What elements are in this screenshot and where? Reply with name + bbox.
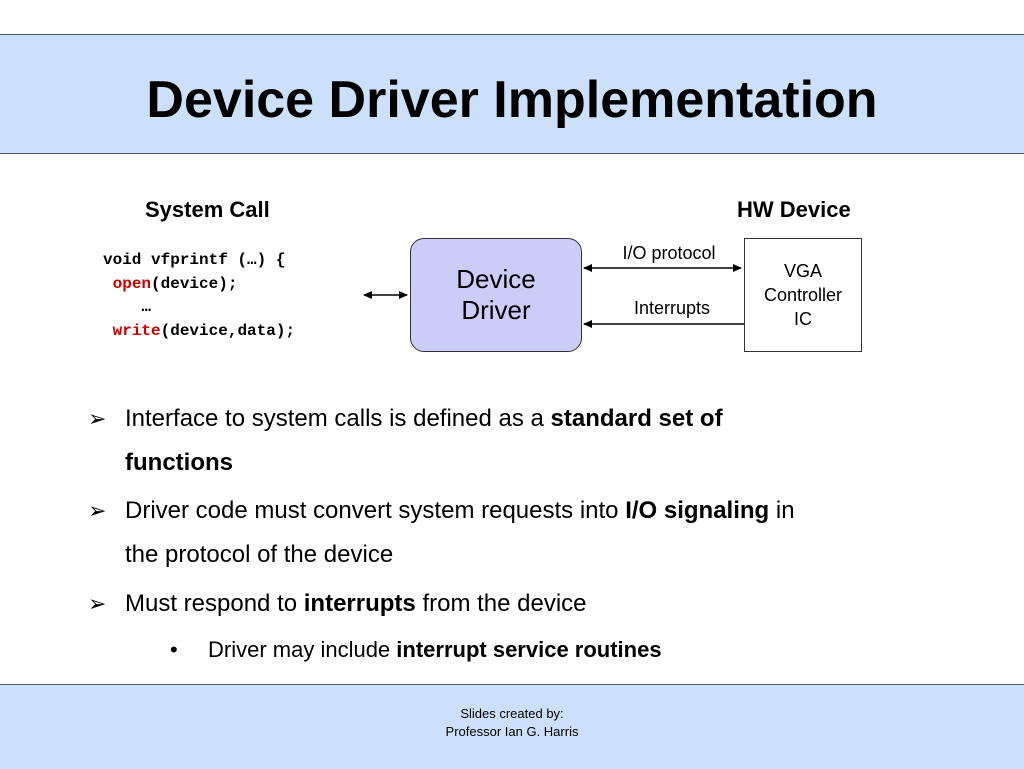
code-keyword-write: write — [112, 321, 161, 340]
bullet-3-prefix: Must respond to — [125, 590, 304, 617]
bullet-2-text: Driver code must convert system requests… — [125, 489, 925, 577]
bullet-1-prefix: Interface to system calls is defined as … — [125, 405, 551, 432]
bullet-1-cont: functions — [125, 449, 233, 476]
dot-bullet-icon: • — [170, 637, 178, 662]
code-snippet: void vfprintf (…) { open(device); … writ… — [103, 249, 295, 343]
vga-controller-box: VGA Controller IC — [744, 238, 862, 352]
footer-bar — [0, 684, 1024, 769]
code-line-2-rest: (device); — [151, 274, 238, 293]
bullet-1-bold: standard set of — [550, 405, 723, 432]
bullet-3-text: Must respond to interrupts from the devi… — [125, 582, 925, 626]
sub-bullet-bold: interrupt service routines — [396, 637, 662, 662]
device-driver-box: Device Driver — [410, 238, 582, 352]
bullet-3-bold: interrupts — [303, 590, 416, 617]
code-line-1: void vfprintf (…) { — [103, 251, 286, 269]
io-protocol-label: I/O protocol — [622, 243, 716, 263]
bullet-2-prefix: Driver code must convert system requests… — [125, 497, 626, 524]
sub-bullet-prefix: Driver may include — [208, 637, 397, 662]
slide-title: Device Driver Implementation — [146, 71, 878, 129]
bullet-3-suffix: from the device — [415, 590, 587, 617]
bullet-2-bold: I/O signaling — [625, 497, 770, 524]
title-bar — [0, 34, 1024, 154]
vga-line-3: IC — [794, 309, 812, 329]
arrow-bullet-icon: ➢ — [88, 591, 107, 616]
credit-line-1: Slides created by: — [460, 706, 564, 721]
driver-line-2: Driver — [461, 295, 531, 325]
arrow-bullet-icon: ➢ — [88, 406, 107, 431]
credit-line-2: Professor Ian G. Harris — [445, 724, 579, 739]
driver-line-1: Device — [456, 264, 536, 294]
code-line-4-rest: (device,data); — [160, 321, 296, 340]
bullet-1-text: Interface to system calls is defined as … — [125, 397, 925, 485]
system-call-label: System Call — [145, 197, 270, 222]
interrupts-label: Interrupts — [633, 298, 711, 318]
arrow-bullet-icon: ➢ — [88, 498, 107, 523]
code-line-3: … — [141, 298, 152, 316]
vga-line-1: VGA — [783, 261, 822, 281]
bullet-2-cont: the protocol of the device — [125, 541, 394, 568]
footer-credit: Slides created by: Professor Ian G. Harr… — [0, 705, 1024, 741]
hw-device-label: HW Device — [737, 197, 851, 222]
bullet-2-suffix: in — [769, 497, 795, 524]
code-keyword-open: open — [112, 274, 152, 293]
vga-line-2: Controller — [763, 285, 843, 305]
sub-bullet-1-text: Driver may include interrupt service rou… — [208, 635, 908, 665]
